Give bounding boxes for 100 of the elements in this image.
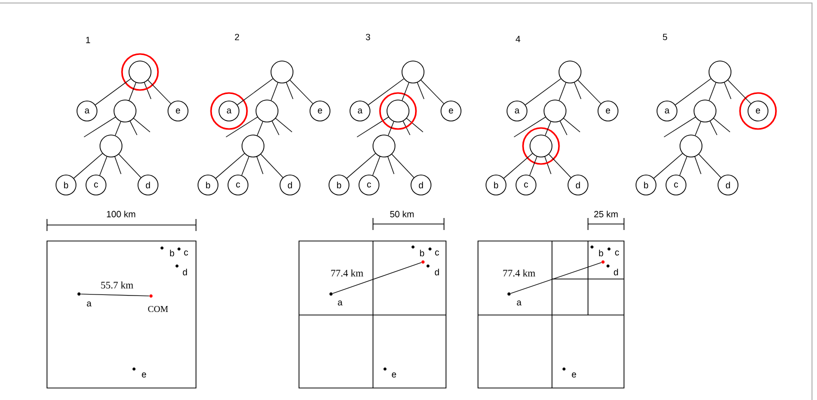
connector — [558, 82, 566, 101]
connector — [420, 80, 444, 104]
tree-node — [544, 100, 566, 122]
tree-node: e — [598, 100, 618, 122]
connector — [237, 78, 274, 106]
tree-node — [694, 100, 716, 122]
point-label: a — [516, 300, 522, 306]
connector — [728, 80, 752, 104]
tree-node: e — [440, 100, 462, 122]
tree-node — [242, 134, 264, 158]
connector — [654, 153, 683, 179]
connector — [529, 156, 538, 176]
connector — [510, 262, 602, 294]
tree-number: 2 — [234, 34, 240, 40]
connector — [694, 121, 702, 136]
connector — [99, 156, 108, 176]
tree-node: a — [506, 100, 528, 122]
point-label: e — [572, 372, 576, 378]
tree-node: a — [76, 100, 98, 122]
tree-number: 4 — [516, 36, 520, 42]
point-label: d — [614, 268, 618, 276]
connector — [679, 156, 688, 176]
connector — [74, 153, 103, 179]
tree-number: 1 — [86, 36, 90, 44]
tree-node — [100, 134, 122, 158]
tree-node: a — [218, 100, 240, 122]
tree-node: c — [86, 174, 106, 196]
tree-node: d — [718, 174, 738, 196]
tree-node: c — [228, 174, 248, 196]
connector — [80, 294, 150, 296]
connector — [216, 153, 245, 179]
edge-label: 77.4 km — [330, 268, 364, 278]
tree-node: b — [198, 174, 218, 196]
point-marker — [329, 292, 333, 296]
point-label: b — [420, 250, 424, 256]
point-label: e — [392, 372, 396, 378]
tree-node — [530, 134, 552, 158]
connector — [260, 154, 284, 178]
point-marker — [77, 292, 81, 296]
dimension-label: 100 km — [106, 210, 136, 218]
tree-node — [386, 100, 410, 122]
connector — [525, 78, 562, 106]
connector — [346, 153, 376, 179]
connector — [114, 121, 122, 136]
connector — [372, 156, 380, 176]
tree-node: a — [656, 100, 678, 122]
tree-node — [680, 134, 702, 158]
point-marker — [421, 260, 425, 264]
tree-node: e — [748, 100, 768, 122]
point-label: a — [338, 300, 342, 306]
tree-node — [128, 60, 152, 84]
tree-number: 3 — [366, 34, 370, 40]
connector — [270, 82, 278, 101]
point-label: b — [170, 250, 174, 256]
tree-node: c — [516, 174, 536, 196]
tree-node: e — [310, 100, 330, 122]
connector — [548, 154, 572, 178]
connector — [256, 121, 264, 136]
connector — [504, 153, 533, 179]
tree-node: b — [328, 174, 350, 196]
point-label: COM — [148, 306, 168, 312]
dimension-label: 25 km — [594, 210, 618, 218]
point-label: c — [184, 250, 188, 256]
tree-node — [708, 60, 732, 84]
tree-node: d — [410, 174, 432, 196]
point-label: a — [86, 302, 92, 306]
tree-node: c — [358, 174, 380, 196]
connector — [368, 78, 404, 106]
edge-label: 55.7 km — [100, 280, 134, 290]
point-marker — [149, 294, 153, 298]
connector — [544, 121, 552, 136]
connector — [698, 154, 722, 178]
tree-node: d — [568, 174, 588, 196]
connector — [388, 121, 394, 136]
tree-node — [402, 60, 424, 84]
connector — [128, 82, 136, 101]
connector — [148, 80, 172, 104]
point-label: d — [182, 268, 187, 276]
tree-node — [256, 100, 278, 122]
tree-node: e — [168, 100, 188, 122]
tree-node: b — [486, 174, 506, 196]
connector — [95, 78, 132, 106]
tree-node: d — [138, 174, 158, 196]
point-label: c — [615, 250, 620, 256]
tree-node — [372, 134, 396, 158]
tree-node — [270, 60, 294, 84]
tree-node: b — [56, 174, 76, 196]
connector — [290, 80, 314, 104]
connector — [402, 82, 410, 101]
connector — [675, 78, 712, 106]
tree-node: b — [636, 174, 656, 196]
point-marker — [507, 292, 511, 296]
dimension-label: 50 km — [390, 210, 414, 218]
connector — [332, 262, 422, 294]
point-label: c — [435, 250, 440, 256]
point-label: d — [434, 268, 439, 276]
edge-label: 77.4 km — [502, 268, 536, 278]
tree-number: 5 — [662, 34, 668, 40]
connector — [118, 154, 142, 178]
tree-node: c — [666, 174, 686, 196]
